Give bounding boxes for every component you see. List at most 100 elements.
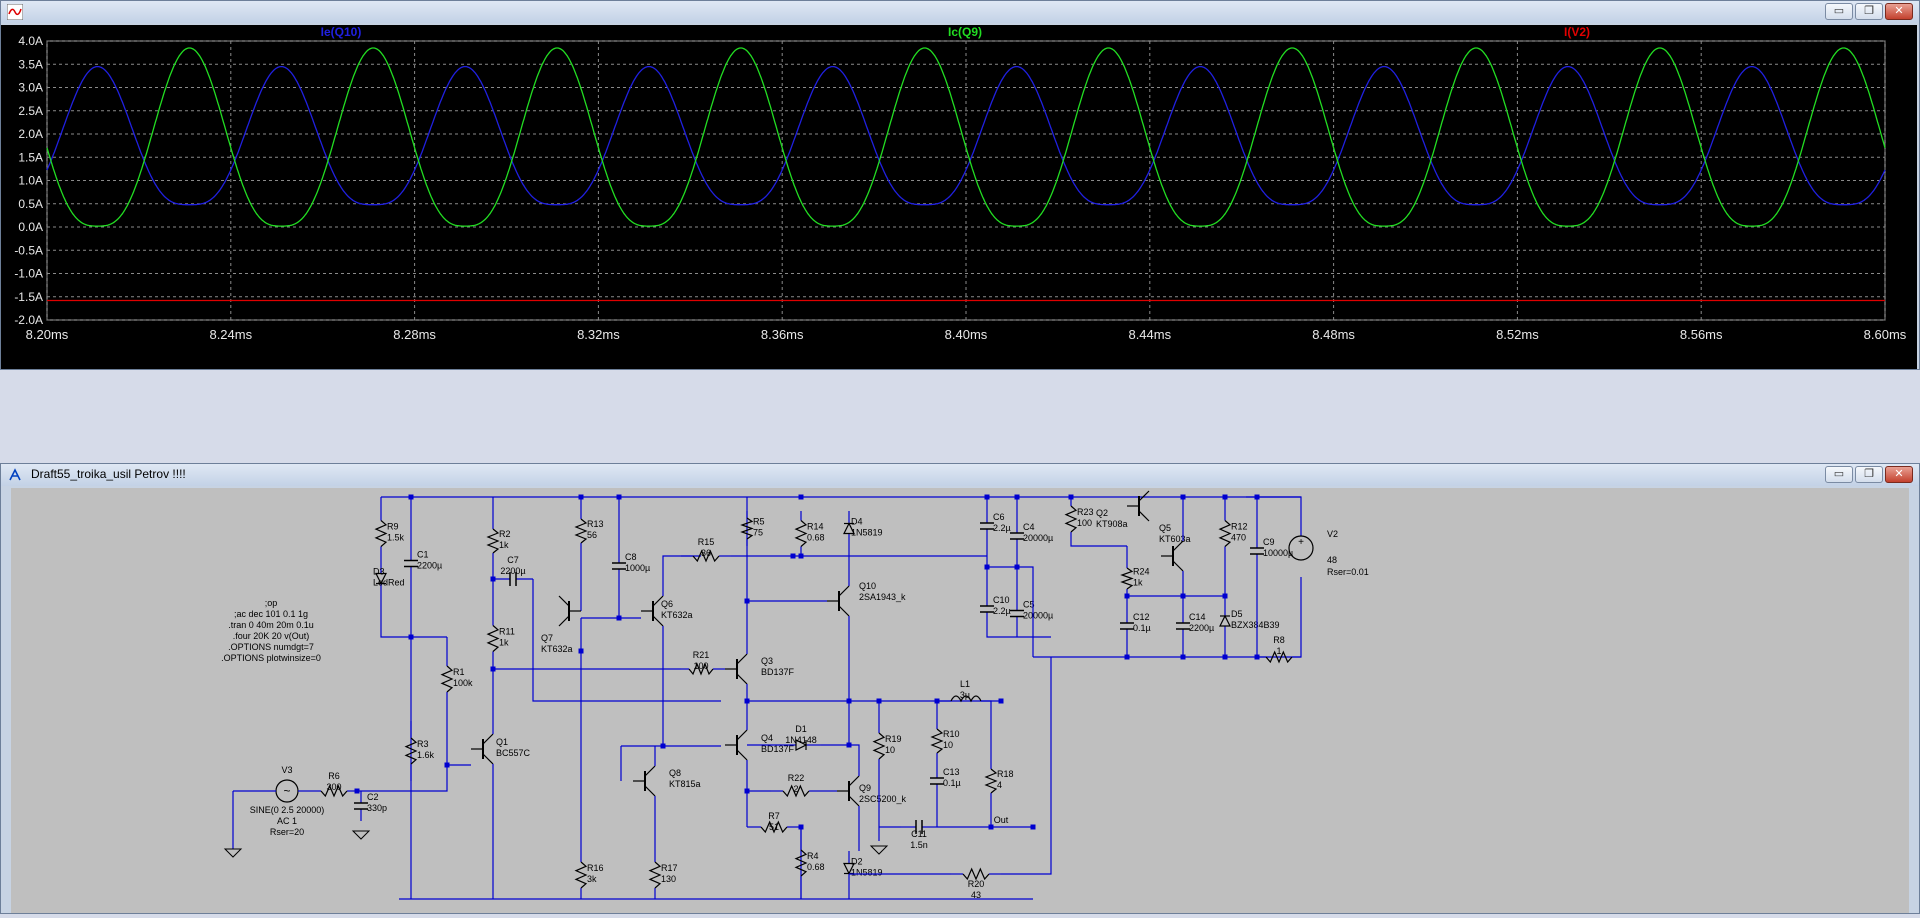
diode-d3[interactable]	[375, 572, 387, 585]
capacitor-c8[interactable]	[612, 562, 626, 570]
minimize-button[interactable]: ▭	[1825, 466, 1853, 483]
resistor-r2[interactable]	[486, 528, 500, 554]
minimize-button[interactable]: ▭	[1825, 3, 1853, 20]
ref-c13: C13	[943, 767, 960, 777]
transistor-q8[interactable]	[633, 765, 656, 797]
ref-r21: R21	[693, 650, 710, 660]
capacitor-c1[interactable]	[404, 559, 418, 568]
transistor-q1[interactable]	[471, 733, 494, 765]
resistor-r9[interactable]	[374, 520, 388, 547]
capacitor-c11[interactable]	[915, 820, 923, 834]
transistor-q2[interactable]	[1127, 490, 1150, 522]
resistor-r11[interactable]	[486, 625, 500, 652]
close-button[interactable]: ✕	[1885, 3, 1913, 20]
restore-button[interactable]: ❐	[1855, 3, 1883, 20]
v3-symbol: ~	[283, 784, 290, 798]
resistor-r10[interactable]	[930, 728, 944, 754]
voltage-source-v2[interactable]	[1288, 535, 1314, 561]
resistor-r17[interactable]	[648, 861, 662, 889]
capacitor-c7[interactable]	[509, 572, 517, 586]
wire	[662, 555, 701, 596]
capacitor-c9[interactable]	[1250, 547, 1264, 555]
value-c8: 1000µ	[625, 563, 650, 573]
value-r12: 470	[1231, 533, 1246, 543]
junction-dot	[744, 698, 750, 704]
resistor-r7[interactable]	[760, 820, 788, 834]
wire	[357, 765, 448, 792]
junction-dot	[616, 615, 622, 621]
resistor-r3[interactable]	[404, 737, 418, 765]
resistor-r20[interactable]	[962, 867, 990, 881]
resistor-r6[interactable]	[320, 784, 348, 798]
series-ic-q9-trace[interactable]	[46, 47, 1886, 227]
transistor-q10[interactable]	[827, 585, 850, 617]
junction-dot	[790, 553, 796, 559]
resistor-r8[interactable]	[1265, 650, 1293, 664]
capacitor-c5[interactable]	[1010, 609, 1024, 618]
resistor-r16[interactable]	[574, 861, 588, 889]
waveform-titlebar[interactable]: ▭ ❐ ✕	[1, 1, 1919, 23]
schematic-drawing[interactable]: R91.5kD3LedRedC12200µR1100kR31.6k~V3SINE…	[11, 488, 1909, 913]
ref-r18: R18	[997, 769, 1014, 779]
resistor-r14[interactable]	[794, 520, 808, 547]
diode-d5[interactable]	[1219, 614, 1231, 627]
value-r11: 1k	[499, 638, 509, 648]
inductor-l1[interactable]	[950, 695, 982, 703]
resistor-r21[interactable]	[688, 662, 714, 676]
ref-r5: R5	[753, 517, 765, 527]
series-ic-q9-legend[interactable]: Ic(Q9)	[948, 25, 982, 39]
junction-dot	[998, 698, 1004, 704]
wire	[1070, 541, 1127, 547]
value-c5: 20000µ	[1023, 611, 1053, 621]
diode-d1[interactable]	[795, 739, 808, 751]
diode-d4[interactable]	[843, 522, 855, 535]
transistor-q3[interactable]	[725, 653, 748, 685]
series-ie-q10-trace[interactable]	[46, 65, 1886, 206]
value-c7: 2200µ	[500, 566, 525, 576]
capacitor-c2[interactable]	[354, 802, 368, 810]
net-label-out: Out	[994, 815, 1009, 825]
capacitor-c6[interactable]	[980, 522, 994, 530]
capacitor-c10[interactable]	[980, 605, 994, 613]
transistor-q5[interactable]	[1161, 540, 1184, 572]
ref-q4: Q4	[761, 733, 773, 743]
capacitor-c4[interactable]	[1010, 532, 1024, 540]
transistor-q7[interactable]	[558, 595, 581, 627]
transistor-q9[interactable]	[837, 775, 860, 807]
resistor-r22[interactable]	[782, 784, 810, 798]
resistor-r12[interactable]	[1218, 520, 1232, 547]
capacitor-c12[interactable]	[1120, 622, 1134, 630]
value-r3: 1.6k	[417, 750, 435, 760]
series-ie-q10-legend[interactable]: Ie(Q10)	[321, 25, 362, 39]
v3-value-2: Rser=20	[270, 827, 304, 837]
ref-r13: R13	[587, 519, 604, 529]
resistor-r13[interactable]	[574, 518, 588, 544]
capacitor-c13[interactable]	[930, 777, 944, 785]
resistor-r18[interactable]	[984, 768, 998, 794]
schematic-titlebar[interactable]: Draft55_troika_usil Petrov !!!! ▭ ❐ ✕	[1, 464, 1919, 486]
restore-button[interactable]: ❐	[1855, 466, 1883, 483]
resistor-r1[interactable]	[440, 665, 454, 693]
resistor-r4[interactable]	[794, 849, 808, 877]
transistor-q6[interactable]	[641, 595, 664, 627]
series-i-v2-legend[interactable]: I(V2)	[1564, 25, 1590, 39]
resistor-r19[interactable]	[872, 732, 886, 760]
close-button[interactable]: ✕	[1885, 466, 1913, 483]
transistor-q4[interactable]	[725, 729, 748, 761]
ref-r17: R17	[661, 863, 678, 873]
resistor-r15[interactable]	[692, 549, 720, 563]
capacitor-c14[interactable]	[1176, 622, 1190, 630]
value-q10: 2SA1943_k	[859, 592, 906, 602]
resistor-r5[interactable]	[740, 517, 754, 540]
resistor-r24[interactable]	[1120, 567, 1134, 590]
resistor-r23[interactable]	[1064, 505, 1078, 533]
x-tick-label: 8.56ms	[1680, 327, 1723, 342]
junction-dot	[1222, 654, 1228, 660]
ref-q2: Q2	[1096, 508, 1108, 518]
schematic-window[interactable]: Draft55_troika_usil Petrov !!!! ▭ ❐ ✕ R9…	[0, 463, 1920, 914]
junction-dot	[798, 494, 804, 500]
